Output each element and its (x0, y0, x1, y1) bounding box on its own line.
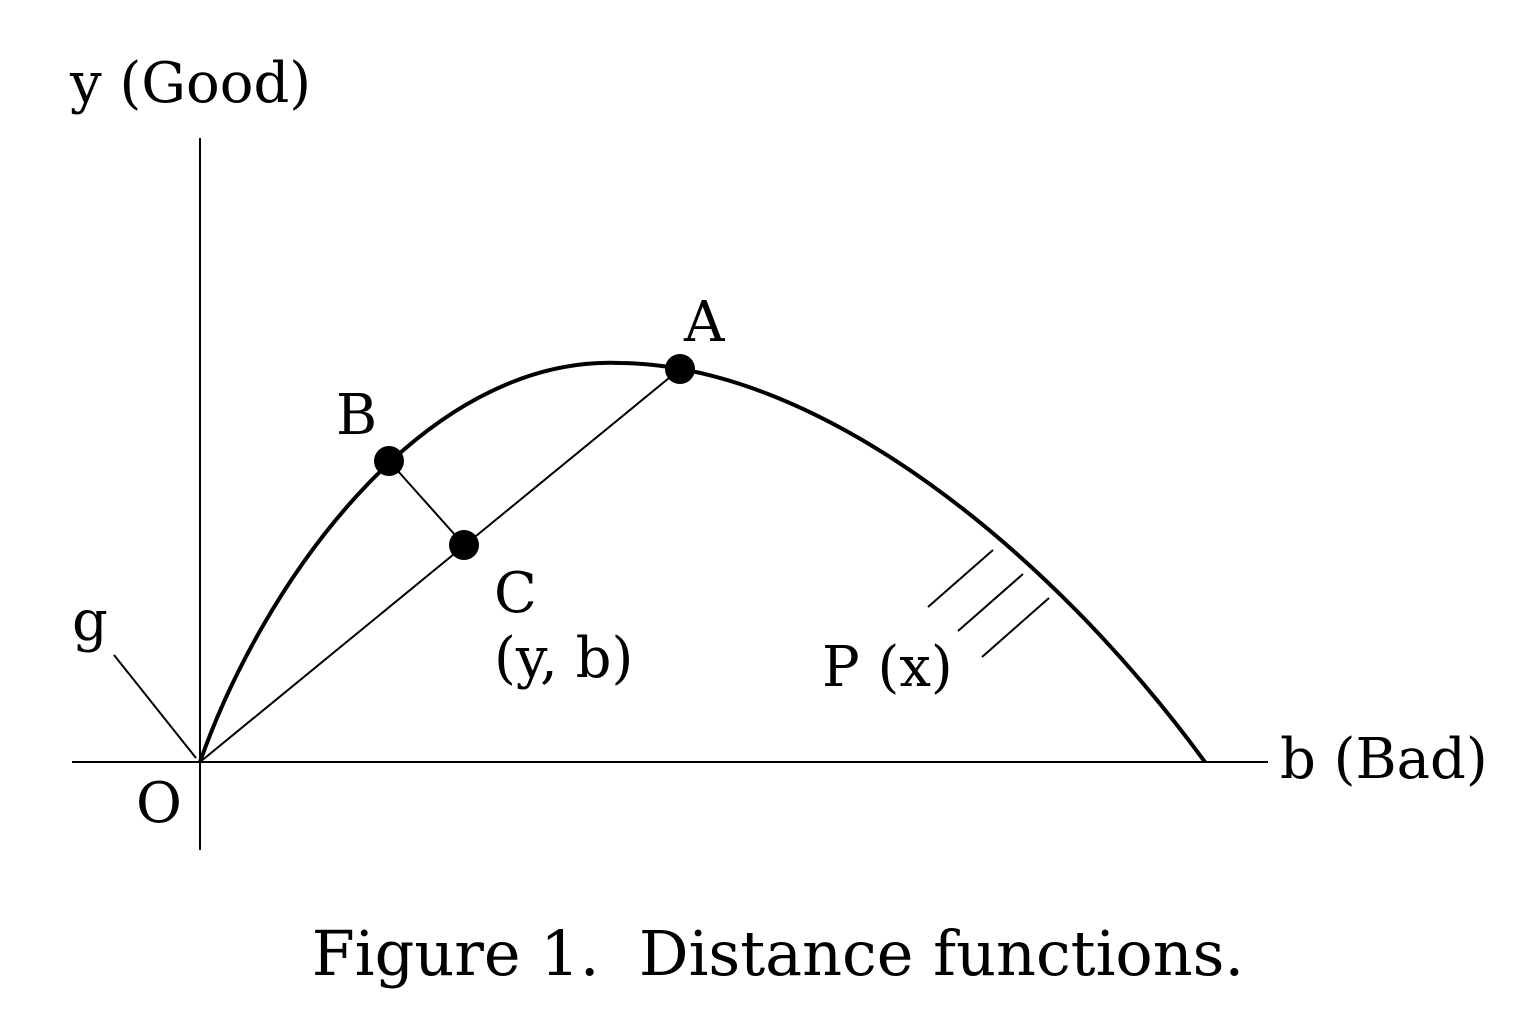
point-C-coordinates: (y, b) (494, 626, 633, 691)
point-B-label: B (336, 383, 377, 448)
y-axis-label: y (Good) (69, 51, 311, 116)
figure-caption: Figure 1. Distance functions. (312, 917, 1244, 990)
x-axis-label: b (Bad) (1280, 727, 1488, 792)
point-C-label: C (494, 561, 537, 626)
ray-origin-to-A (199, 368, 681, 763)
point-A-marker (665, 354, 695, 384)
point-C-marker (449, 530, 479, 560)
point-A-label: A (683, 290, 725, 355)
direction-vector-g (113, 654, 197, 759)
production-frontier-curve (198, 360, 1207, 764)
output-set-hatching (927, 549, 1050, 658)
point-B-marker (374, 446, 404, 476)
origin-label: O (136, 771, 182, 836)
direction-label-g: g (72, 589, 108, 654)
output-set-label: P (x) (822, 635, 953, 700)
projection-B-to-C (388, 460, 465, 546)
